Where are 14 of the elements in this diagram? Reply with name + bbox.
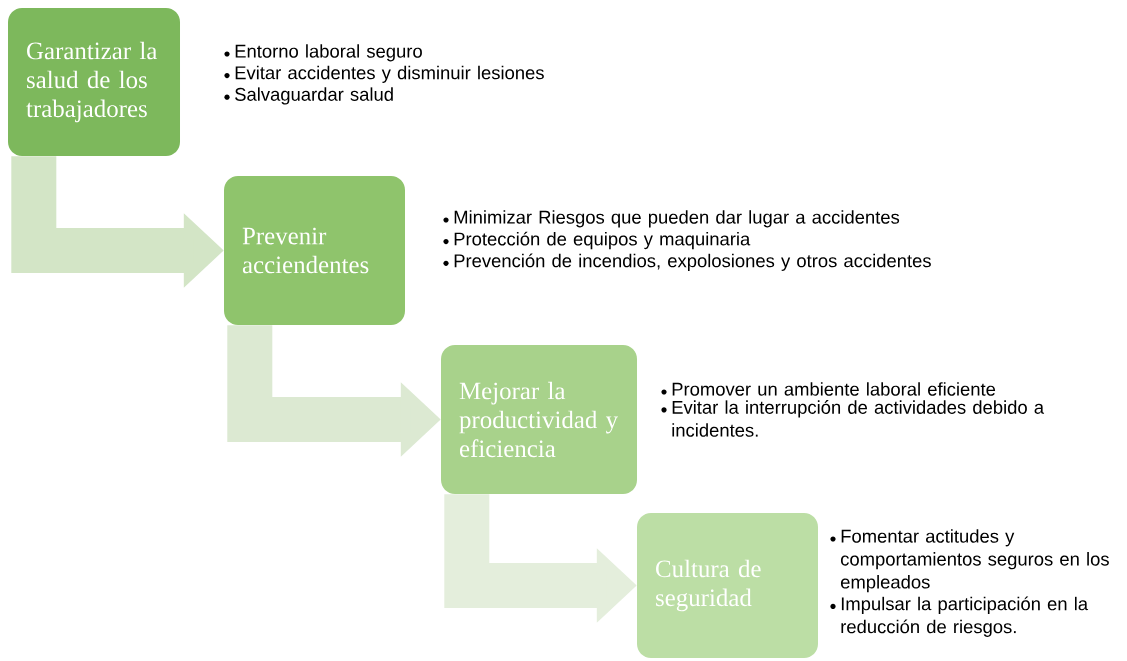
bullet-item: Minimizar Riesgos que pueden dar lugar a accidentes <box>454 210 900 228</box>
bullet-item: Salvaguardar salud <box>235 87 393 105</box>
process-box: Prevenir acciendentes <box>224 176 405 325</box>
bullet-item: Evitar accidentes y disminuir lesiones <box>235 65 544 83</box>
bullet-item: Prevención de incendios, expolosiones y otros accidentes <box>454 253 931 271</box>
process-box: Cultura de seguridad <box>637 513 818 658</box>
process-box: Mejorar la productividad y eficiencia <box>441 345 637 494</box>
process-box: Garantizar la salud de los trabajadores <box>8 8 180 156</box>
bullet-item: Fomentar actitudes y comportamientos seguros en los empleados <box>841 529 1109 593</box>
bullet-item: Protección de equipos y maquinaria <box>454 231 751 250</box>
bullet-item: Evitar la interrupción de actividades debido a incidentes. <box>672 400 1045 437</box>
bullet-item: Impulsar la participación en la reducción de riesgos. <box>841 596 1089 637</box>
bullet-item: Promover un ambiente laboral eficiente <box>672 382 996 396</box>
bullet-item: Entorno laboral seguro <box>235 44 422 62</box>
